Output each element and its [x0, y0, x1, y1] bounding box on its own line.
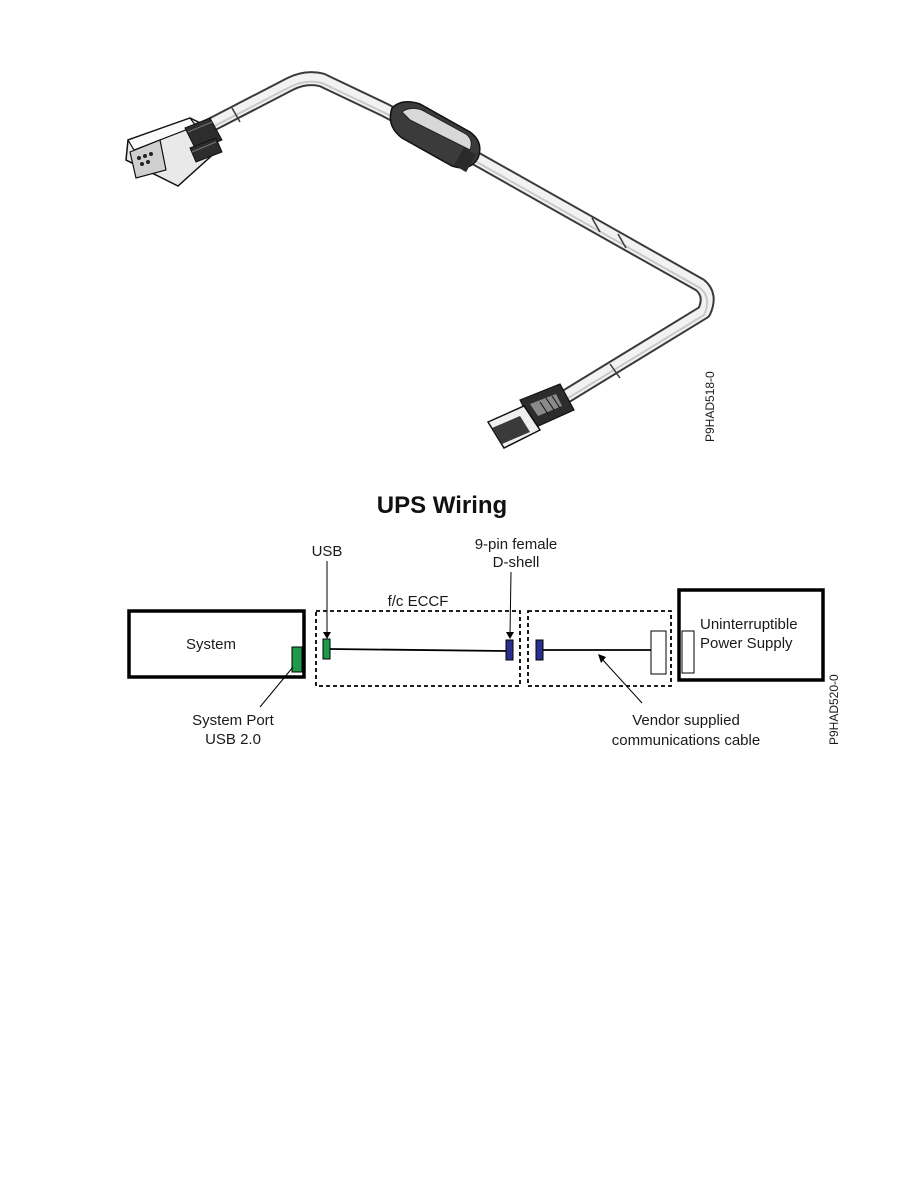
ups-box-label-line1: Uninterruptible [700, 616, 798, 633]
dshell-callout-line [509, 571, 512, 635]
cable-illustration: P9HAD518-0 [125, 71, 717, 449]
db9-connector [125, 117, 223, 187]
eccf-cable-line [329, 648, 507, 652]
eccf-label: f/c ECCF [388, 593, 449, 610]
vendor-cable-label-line2: communications cable [612, 732, 760, 749]
system-port-label-line2: USB 2.0 [205, 731, 261, 748]
system-port-callout-line [259, 666, 294, 708]
system-usb-port [291, 646, 303, 673]
figure-code-wiring: P9HAD520-0 [827, 674, 841, 745]
system-box [127, 609, 306, 679]
vendor-ups-end [650, 630, 667, 675]
system-port-label-line1: System Port [192, 712, 275, 729]
dshell-label-line1: 9-pin female [475, 536, 558, 553]
system-box-label: System [186, 636, 236, 653]
ups-box [677, 588, 825, 682]
vendor-cable-label-line1: Vendor supplied [632, 712, 740, 729]
eccf-cable-group [315, 610, 521, 687]
usb-label: USB [312, 543, 343, 560]
vendor-callout-line [601, 658, 643, 704]
ups-wiring-diagram: UPS Wiring System f/c ECCF Uninterruptib… [127, 492, 841, 749]
dshell-label-line2: D-shell [493, 554, 540, 571]
eccf-usb-end [322, 638, 331, 660]
usb-callout-arrow [323, 632, 331, 639]
eccf-dshell-end [505, 639, 514, 661]
ups-port [681, 630, 695, 674]
vendor-callout-arrow [598, 654, 606, 663]
cable-markers [231, 107, 627, 379]
usb-connector [486, 383, 575, 449]
ferrite-module [389, 101, 481, 173]
ups-box-label-line2: Power Supply [700, 635, 793, 652]
dshell-callout-arrow [506, 632, 514, 639]
figure-code-cable: P9HAD518-0 [703, 371, 717, 442]
vendor-dshell-end [535, 639, 544, 661]
diagram-title: UPS Wiring [377, 492, 507, 519]
vendor-cable-group [527, 610, 672, 687]
